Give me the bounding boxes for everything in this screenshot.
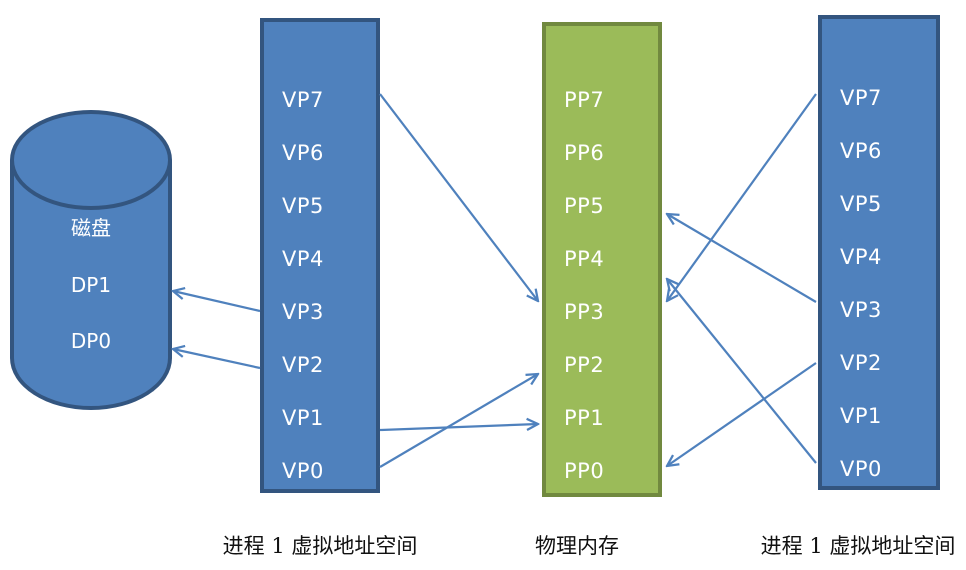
mapping-arrow-p2-vp7-to-pp3	[667, 93, 817, 301]
p2-page-vp4: VP4	[840, 245, 882, 269]
p2-page-vp1: VP1	[840, 404, 882, 428]
p1-page-vp2: VP2	[282, 353, 324, 377]
caption-process1: 进程 1 虚拟地址空间	[222, 534, 418, 558]
p2-page-vp7: VP7	[840, 86, 882, 110]
p1-page-vp7: VP7	[282, 88, 324, 112]
p1-page-vp1: VP1	[282, 406, 324, 430]
caption-physical-memory: 物理内存	[535, 534, 619, 558]
pp-page-pp0: PP0	[564, 459, 605, 483]
mapping-arrow-p1-vp0-to-pp2	[379, 374, 538, 468]
p2-page-vp3: VP3	[840, 298, 882, 322]
mapping-arrow-p2-vp0-to-pp4	[667, 279, 817, 464]
mapping-arrow-p2-vp3-to-pp5	[667, 214, 817, 303]
p1-page-vp5: VP5	[282, 194, 324, 218]
p1-page-vp3: VP3	[282, 300, 324, 324]
pp-page-pp3: PP3	[564, 300, 605, 324]
process1-virtual-address-space: VP7 VP6 VP5 VP4 VP3 VP2 VP1 VP0	[260, 18, 380, 493]
p2-page-vp5: VP5	[840, 192, 882, 216]
mapping-arrow-p1-vp2-to-dp0	[173, 349, 261, 370]
disk-cylinder-top-ellipse	[10, 110, 172, 210]
process2-virtual-address-space: VP7 VP6 VP5 VP4 VP3 VP2 VP1 VP0	[818, 15, 940, 490]
pp-page-pp2: PP2	[564, 353, 605, 377]
p1-page-vp6: VP6	[282, 141, 324, 165]
mapping-arrow-p2-vp2-to-pp0	[667, 362, 817, 466]
p1-page-vp4: VP4	[282, 247, 324, 271]
p1-page-vp0: VP0	[282, 459, 324, 483]
disk-title: 磁盘	[71, 216, 111, 240]
pp-page-pp7: PP7	[564, 88, 605, 112]
pp-page-pp5: PP5	[564, 194, 605, 218]
mapping-arrow-p1-vp1-to-pp1	[379, 424, 538, 432]
pp-page-pp1: PP1	[564, 406, 605, 430]
p2-page-vp6: VP6	[840, 139, 882, 163]
physical-memory: PP7 PP6 PP5 PP4 PP3 PP2 PP1 PP0	[542, 22, 662, 497]
mapping-arrow-p1-vp3-to-dp1	[173, 291, 261, 313]
disk-page-dp1: DP1	[70, 273, 112, 297]
mapping-arrow-p1-vp7-to-pp3	[379, 93, 538, 301]
pp-page-pp6: PP6	[564, 141, 605, 165]
p2-page-vp2: VP2	[840, 351, 882, 375]
caption-process2: 进程 1 虚拟地址空间	[760, 534, 956, 558]
p2-page-vp0: VP0	[840, 457, 882, 481]
pp-page-pp4: PP4	[564, 247, 605, 271]
disk-page-dp0: DP0	[70, 329, 112, 353]
